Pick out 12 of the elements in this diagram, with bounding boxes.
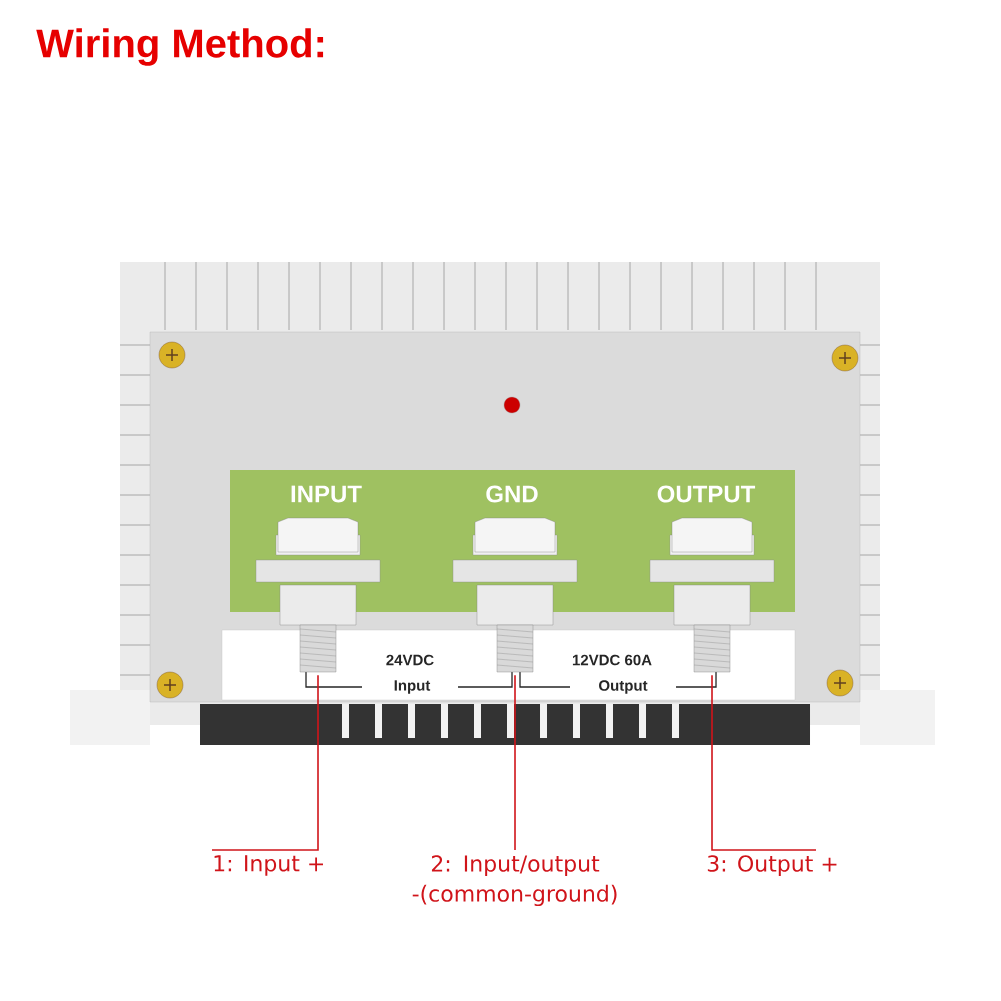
leader-line: [711, 674, 817, 851]
printed-label: 24VDC: [386, 654, 434, 666]
leader-line: [211, 674, 319, 851]
printed-label: Output: [599, 680, 648, 694]
terminal-label: 2: Input/output -(common-ground): [412, 855, 617, 907]
terminal-drawing: [255, 517, 381, 673]
title: Wiring Method:: [36, 28, 324, 66]
printed-label: 12VDC 60A: [572, 654, 652, 666]
terminal-label: 3: Output +: [707, 855, 837, 877]
leader-line: [514, 674, 516, 851]
printed-label: Input: [394, 680, 431, 694]
terminal-label: 1: Input +: [214, 855, 323, 876]
